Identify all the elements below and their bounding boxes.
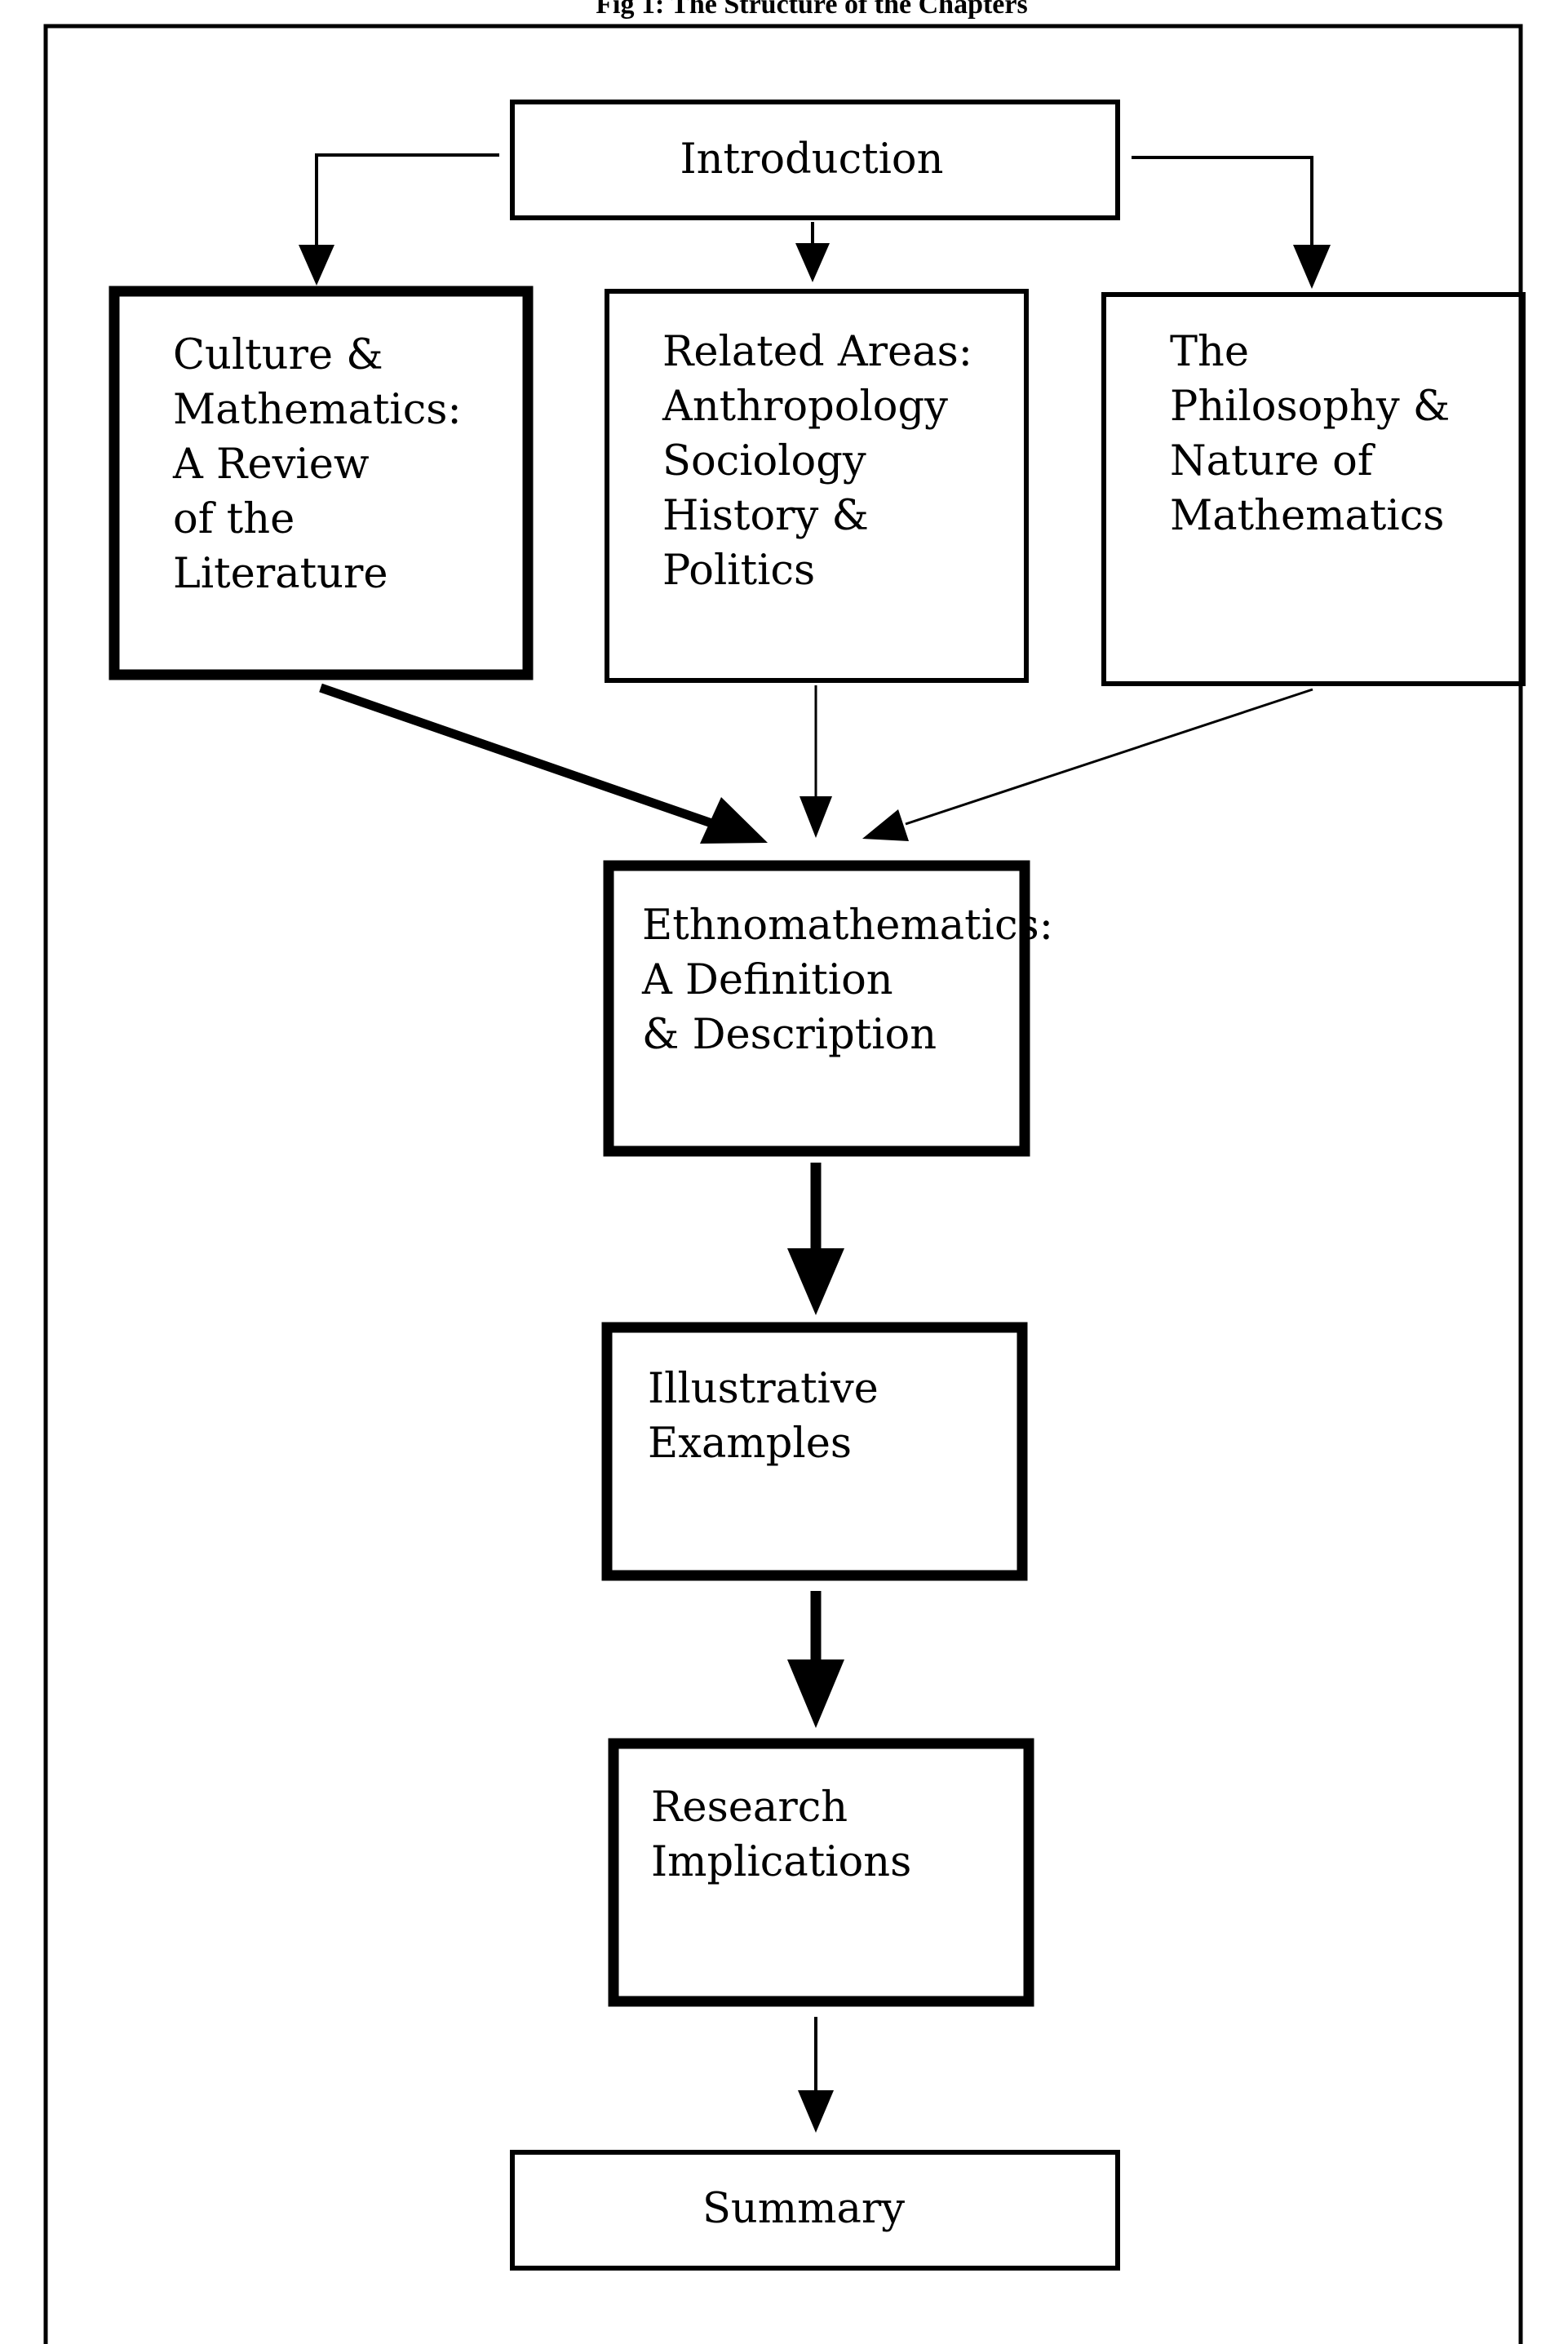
research-to-summary-arrowhead bbox=[798, 2090, 834, 2133]
illustrative-examples-box bbox=[601, 1322, 1028, 1581]
introduction-label: Introduction bbox=[680, 135, 944, 184]
illustrative-examples-label: Illustrative Examples bbox=[648, 1365, 892, 1468]
philosophy-box bbox=[1101, 292, 1526, 686]
introduction-label-line: Introduction bbox=[680, 135, 944, 184]
examples-to-research-arrowhead bbox=[787, 1659, 844, 1728]
philosophy-label-line: Nature of bbox=[1170, 437, 1375, 485]
culture-label-line: Literature bbox=[173, 550, 388, 598]
research-implications-box bbox=[608, 1738, 1034, 2007]
intro-to-related-arrowhead bbox=[795, 243, 830, 282]
intro-to-culture-connector bbox=[315, 153, 499, 245]
figure-caption: Fig 1: The Structure of the Chapters bbox=[596, 0, 1027, 20]
summary-label: Summary bbox=[702, 2185, 905, 2233]
research-label-line: Research bbox=[651, 1783, 848, 1832]
philosophy-label: The Philosophy & Nature of Mathematics bbox=[1170, 328, 1464, 540]
related-label-line: Sociology bbox=[662, 437, 866, 485]
philosophy-label-line: Philosophy & bbox=[1170, 383, 1450, 431]
culture-label-line: Culture & bbox=[173, 331, 383, 379]
summary-box bbox=[510, 2150, 1120, 2271]
ethno-label-line: Ethnomathematics: bbox=[642, 902, 1053, 950]
culture-label-line: of the bbox=[173, 495, 295, 543]
ethnomathematics-box bbox=[603, 860, 1030, 1157]
culture-to-ethno-connector bbox=[319, 683, 718, 830]
culture-label-line: Mathematics: bbox=[173, 386, 462, 434]
intro-to-philosophy-connector bbox=[1132, 156, 1313, 245]
philosophy-label-line: Mathematics bbox=[1170, 492, 1444, 540]
philosophy-label-line: The bbox=[1170, 328, 1249, 376]
ethno-label-line: A Definition bbox=[641, 956, 893, 1004]
ethnomathematics-label: Ethnomathematics: A Definition & Descrip… bbox=[641, 902, 1066, 1059]
ethno-label-line: & Description bbox=[642, 1011, 937, 1059]
related-label-line: Politics bbox=[662, 547, 815, 595]
culture-label-line: A Review bbox=[172, 441, 370, 489]
related-to-ethno-arrowhead bbox=[800, 796, 832, 838]
related-label-line: Related Areas: bbox=[662, 328, 972, 376]
outer-frame bbox=[43, 24, 1523, 2344]
related-label-line: History & bbox=[662, 492, 869, 540]
philosophy-to-ethno-arrowhead bbox=[862, 809, 909, 841]
philosophy-to-ethno-connector bbox=[905, 688, 1313, 826]
research-label-line: Implications bbox=[651, 1838, 911, 1886]
research-implications-label: Research Implications bbox=[651, 1783, 911, 1886]
summary-label-line: Summary bbox=[702, 2185, 905, 2233]
intro-to-philosophy-arrowhead bbox=[1293, 245, 1331, 289]
examples-label-line: Examples bbox=[648, 1420, 852, 1468]
related-areas-box bbox=[605, 289, 1029, 683]
culture-mathematics-label: Culture & Mathematics: A Review of the L… bbox=[172, 331, 475, 598]
related-areas-label: Related Areas: Anthropology Sociology Hi… bbox=[662, 328, 986, 595]
culture-mathematics-box bbox=[109, 286, 534, 680]
ethno-to-examples-arrowhead bbox=[787, 1248, 844, 1315]
introduction-box bbox=[510, 100, 1120, 220]
related-label-line: Anthropology bbox=[662, 383, 948, 431]
culture-to-ethno-arrowhead bbox=[700, 797, 768, 844]
intro-to-culture-arrowhead bbox=[299, 245, 334, 286]
examples-label-line: Illustrative bbox=[648, 1365, 879, 1413]
